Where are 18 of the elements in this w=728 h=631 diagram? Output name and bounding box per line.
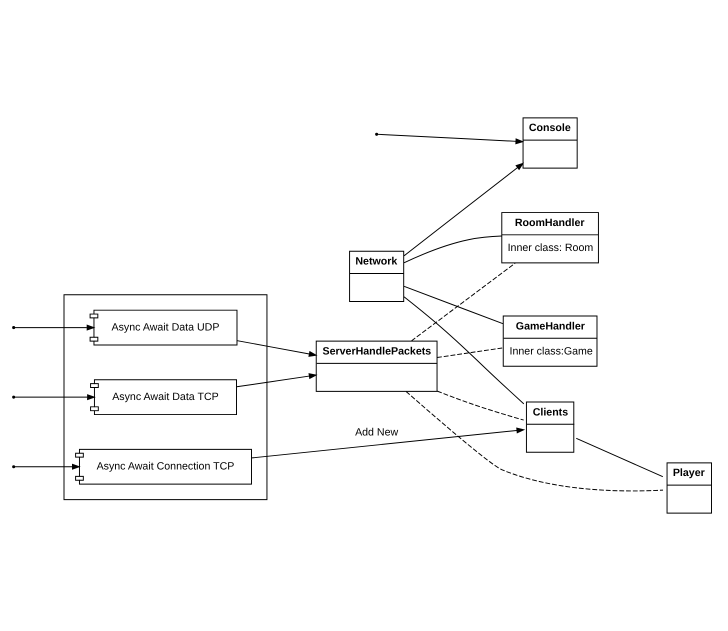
edge-label: Add New — [355, 426, 398, 439]
arrow — [236, 340, 318, 357]
arrow — [404, 162, 524, 256]
arrow — [236, 373, 318, 388]
connector — [576, 438, 664, 478]
connector — [404, 286, 504, 324]
connector — [404, 296, 524, 404]
arrow — [14, 324, 96, 331]
connector — [436, 390, 524, 421]
arrow — [14, 394, 96, 400]
connector — [411, 262, 516, 342]
arrow — [251, 427, 526, 458]
cluster — [64, 294, 268, 500]
connector — [406, 391, 664, 492]
arrow — [14, 464, 81, 470]
arrow — [377, 134, 524, 144]
connector — [404, 236, 502, 264]
connector — [436, 347, 504, 358]
